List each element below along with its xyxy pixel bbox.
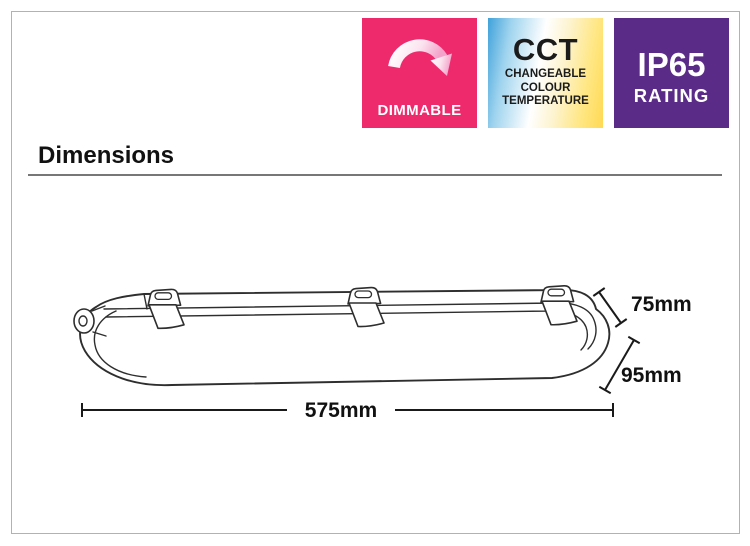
cct-subtitle-line2: COLOUR <box>520 81 571 94</box>
dimension-depth-95mm: 95mm <box>598 335 682 395</box>
cct-subtitle-line3: TEMPERATURE <box>502 95 589 107</box>
cable-gland <box>73 305 107 337</box>
ip65-title: IP65 <box>637 46 706 83</box>
dimension-height-75mm: 75mm <box>592 287 692 328</box>
dimmable-label: DIMMABLE <box>377 102 462 119</box>
height-dimension-label: 75mm <box>631 293 692 316</box>
page-title: Dimensions <box>38 142 175 169</box>
dimmable-badge: DIMMABLE <box>362 18 477 128</box>
dimension-length-575mm: 575mm <box>81 399 614 422</box>
title-divider <box>28 174 722 176</box>
ip65-rating-label: RATING <box>633 85 710 106</box>
cct-subtitle-line1: CHANGEABLE <box>504 68 587 80</box>
feature-badges: DIMMABLE CCT CHANGEABLE COLOUR TEMPERATU… <box>362 18 729 128</box>
length-dimension-label: 575mm <box>305 399 377 422</box>
ip65-badge: IP65 RATING <box>614 18 729 128</box>
fixture-body <box>79 289 611 387</box>
cct-title: CCT <box>512 32 579 67</box>
page-border <box>11 11 740 534</box>
dimming-arrow-icon <box>383 27 457 85</box>
cct-badge: CCT CHANGEABLE COLOUR TEMPERATURE <box>488 18 603 128</box>
depth-dimension-label: 95mm <box>621 364 682 387</box>
